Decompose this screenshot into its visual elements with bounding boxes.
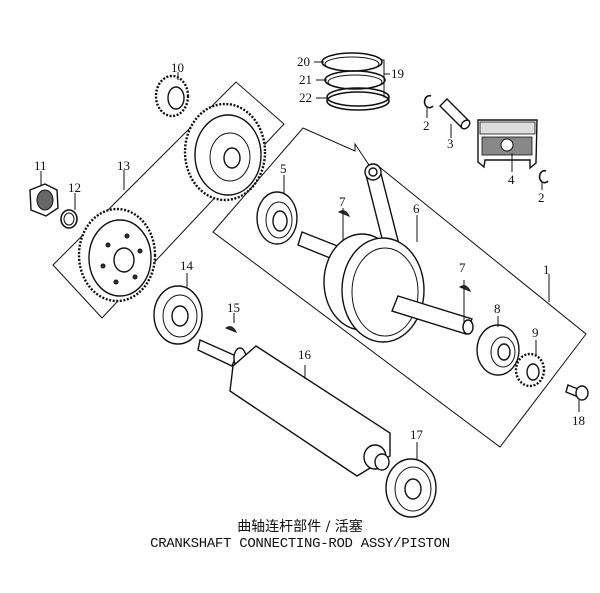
callout-16: 16: [298, 347, 312, 362]
balancer-driven-gear: [77, 207, 157, 303]
balancer-drive-gear: [183, 102, 267, 202]
ball-bearing: [256, 191, 298, 245]
ring-leaders: [314, 59, 390, 99]
callout-14: 14: [180, 258, 194, 273]
washer: [60, 209, 78, 229]
lock-nut: [29, 183, 59, 217]
ball-bearing: [385, 458, 437, 518]
piston: [477, 119, 538, 170]
piston-pin: [439, 98, 471, 130]
callout-17: 17: [410, 427, 424, 442]
callout-19: 19: [391, 66, 404, 81]
ball-bearing: [153, 285, 203, 345]
ball-bearing: [476, 324, 520, 376]
callout-7b: 7: [459, 260, 466, 275]
callout-5: 5: [280, 161, 287, 176]
callout-21: 21: [299, 72, 312, 87]
diagram-title-chinese: 曲轴连杆部件 / 活塞: [237, 519, 363, 535]
balancer-shaft: [197, 339, 391, 477]
callout-2a: 2: [423, 118, 430, 133]
callout-8: 8: [494, 301, 501, 316]
woodruff-key: [458, 285, 472, 292]
callout-6: 6: [413, 201, 420, 216]
crankshaft: [297, 163, 474, 343]
woodruff-key: [337, 210, 351, 217]
callout-13: 13: [117, 158, 130, 173]
woodruff-key: [224, 326, 238, 333]
callout-7a: 7: [339, 194, 346, 209]
callout-11: 11: [34, 158, 47, 173]
oil-ring: [326, 87, 390, 107]
piston-pin-clip: [538, 169, 549, 184]
bolt: [565, 384, 589, 401]
pinion-gear: [154, 74, 190, 118]
piston-ring-set: [321, 52, 390, 111]
callout-9: 9: [532, 325, 539, 340]
piston-pin-clip: [423, 94, 434, 109]
callout-12: 12: [68, 180, 81, 195]
callout-1: 1: [543, 262, 550, 277]
callout-10: 10: [171, 60, 184, 75]
callout-18: 18: [572, 413, 585, 428]
callout-22: 22: [299, 90, 312, 105]
gear-group-frame: [52, 81, 285, 319]
diagram-title-english: CRANKSHAFT CONNECTING-ROD ASSY/PISTON: [150, 536, 450, 552]
callout-2b: 2: [538, 190, 545, 205]
callout-20: 20: [297, 54, 310, 69]
timing-sprocket: [514, 352, 546, 388]
callout-4: 4: [508, 172, 515, 187]
callout-15: 15: [227, 300, 240, 315]
callout-3: 3: [447, 136, 454, 151]
